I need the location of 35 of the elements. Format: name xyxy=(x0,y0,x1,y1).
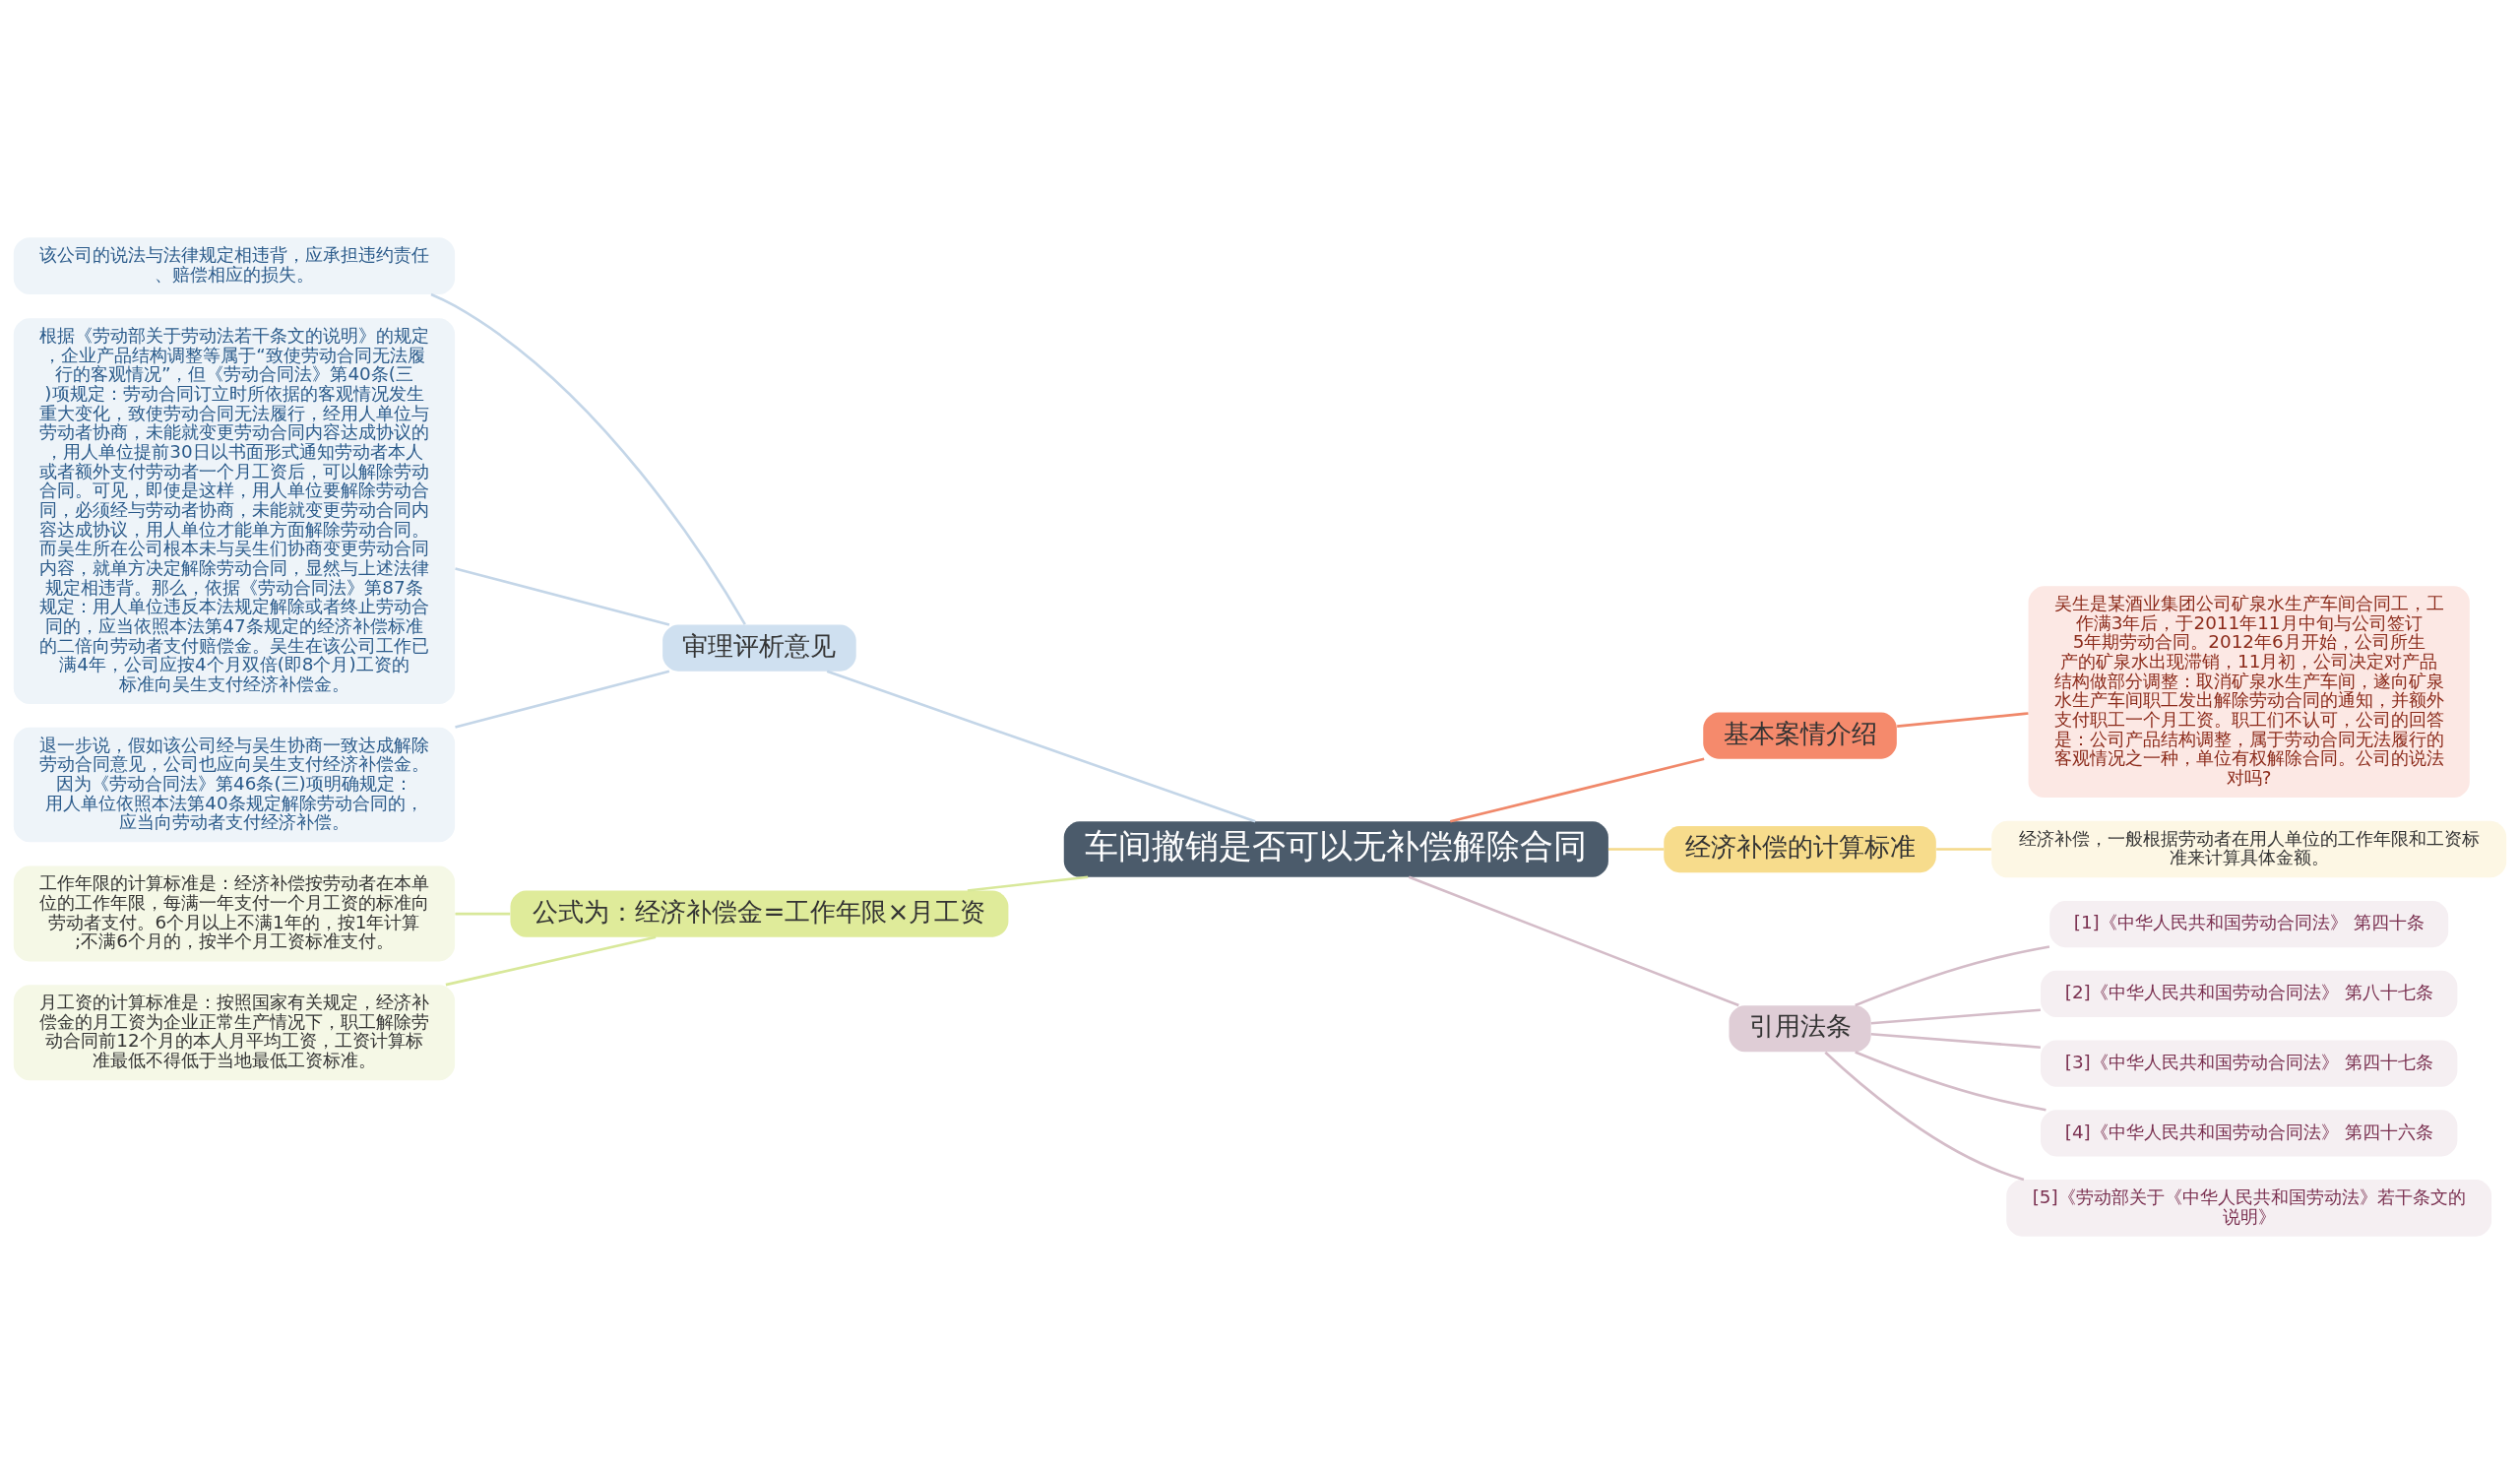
connector xyxy=(430,292,746,625)
node-box: 引用法条 xyxy=(1729,1005,1871,1053)
connector xyxy=(1408,875,1739,1007)
connector xyxy=(455,670,670,729)
node-box: 退一步说，假如该公司经与吴生协商一致达成解除劳动合同意见，公司也应向吴生支付经济补偿金。因为《劳动合同法》第46条(三)项明确规定：用人单位依照本法第40条规定解除劳动合同的，应当向劳动者支付经济补偿。 xyxy=(13,727,456,843)
connector xyxy=(826,670,1256,823)
connector xyxy=(455,567,670,626)
node-box: [1]《中华人民共和国劳动合同法》 第四十条 xyxy=(2049,900,2449,948)
connector xyxy=(1824,1051,2025,1182)
connector xyxy=(445,935,657,987)
connector xyxy=(1897,712,2029,728)
connector xyxy=(1607,848,1665,851)
node-box: 月工资的计算标准是：按照国家有关规定，经济补偿金的月工资为企业正常生产情况下，职工解除劳动合同前12个月的本人月平均工资，工资计算标准最低不得低于当地最低工资标准。 xyxy=(13,985,456,1081)
connector xyxy=(455,912,511,916)
node-box: 车间撤销是否可以无补偿解除合同 xyxy=(1063,821,1608,877)
connector xyxy=(1449,757,1705,823)
node-box: 工作年限的计算标准是：经济补偿按劳动者在本单位的工作年限，每满一年支付一个月工资的标准向劳动者支付。6个月以上不满1年的，按1年计算;不满6个月的，按半个月工资标准支付。 xyxy=(13,865,456,962)
node-box: 审理评析意见 xyxy=(662,624,856,672)
connector xyxy=(1870,1032,2041,1049)
node-box: 吴生是某酒业集团公司矿泉水生产车间合同工，工作满3年后，于2011年11月中旬与公司签订5年期劳动合同。2012年6月开始，公司所生产的矿泉水出现滞销，11月初，公司决定对产品结构做部分调整：取消矿泉水生产车间，遂向矿泉水生产车间职工发出解除劳动合同的通知，并额外支付职工一个月工资。职工们不认可，公司的回答是：公司产品结构调整，属于劳动合同无法履行的客观情况之一种，单位有权解除合同。公司的说法对吗? xyxy=(2028,586,2470,799)
node-box: 根据《劳动部关于劳动法若干条文的说明》的规定，企业产品结构调整等属于“致使劳动合同无法履行的客观情况”，但《劳动合同法》第40条(三)项规定：劳动合同订立时所依据的客观情况发生重大变化，致使劳动合同无法履行，经用人单位与劳动者协商，未能就变更劳动合同内容达成协议的，用人单位提前30日以书面形式通知劳动者本人或者额外支付劳动者一个月工资后，可以解除劳动合同。可见，即使是这样，用人单位要解除劳动合同，必须经与劳动者协商，未能就变更劳动合同内容达成协议，用人单位才能单方面解除劳动合同。而吴生所在公司根本未与吴生们协商变更劳动合同内容，就单方决定解除劳动合同，显然与上述法律规定相违背。那么，依据《劳动合同法》第87条规定：用人单位违反本法规定解除或者终止劳动合同的，应当依照本法第47条规定的经济补偿标准的二倍向劳动者支付赔偿金。吴生在该公司工作已满4年，公司应按4个月双倍(即8个月)工资的标准向吴生支付经济补偿金。 xyxy=(13,318,456,705)
node-box: 经济补偿的计算标准 xyxy=(1664,825,1936,873)
connector xyxy=(1936,848,1991,851)
node-box: [5]《劳动部关于《中华人民共和国劳动法》若干条文的说明》 xyxy=(2006,1180,2492,1237)
node-box: 公式为：经济补偿金=工作年限×月工资 xyxy=(510,890,1009,937)
connector xyxy=(1870,1008,2041,1025)
connector xyxy=(1855,945,2050,1007)
node-box: [4]《中华人民共和国劳动合同法》 第四十六条 xyxy=(2041,1110,2458,1157)
node-box: 该公司的说法与法律规定相违背，应承担违约责任、赔偿相应的损失。 xyxy=(13,237,456,294)
connector xyxy=(967,875,1089,892)
connector xyxy=(1855,1051,2047,1112)
node-box: 基本案情介绍 xyxy=(1703,712,1897,759)
node-box: 经济补偿，一般根据劳动者在用人单位的工作年限和工资标准来计算具体金额。 xyxy=(1991,820,2507,878)
node-box: [2]《中华人民共和国劳动合同法》 第八十七条 xyxy=(2041,970,2458,1017)
node-box: [3]《中华人民共和国劳动合同法》 第四十七条 xyxy=(2041,1040,2458,1087)
